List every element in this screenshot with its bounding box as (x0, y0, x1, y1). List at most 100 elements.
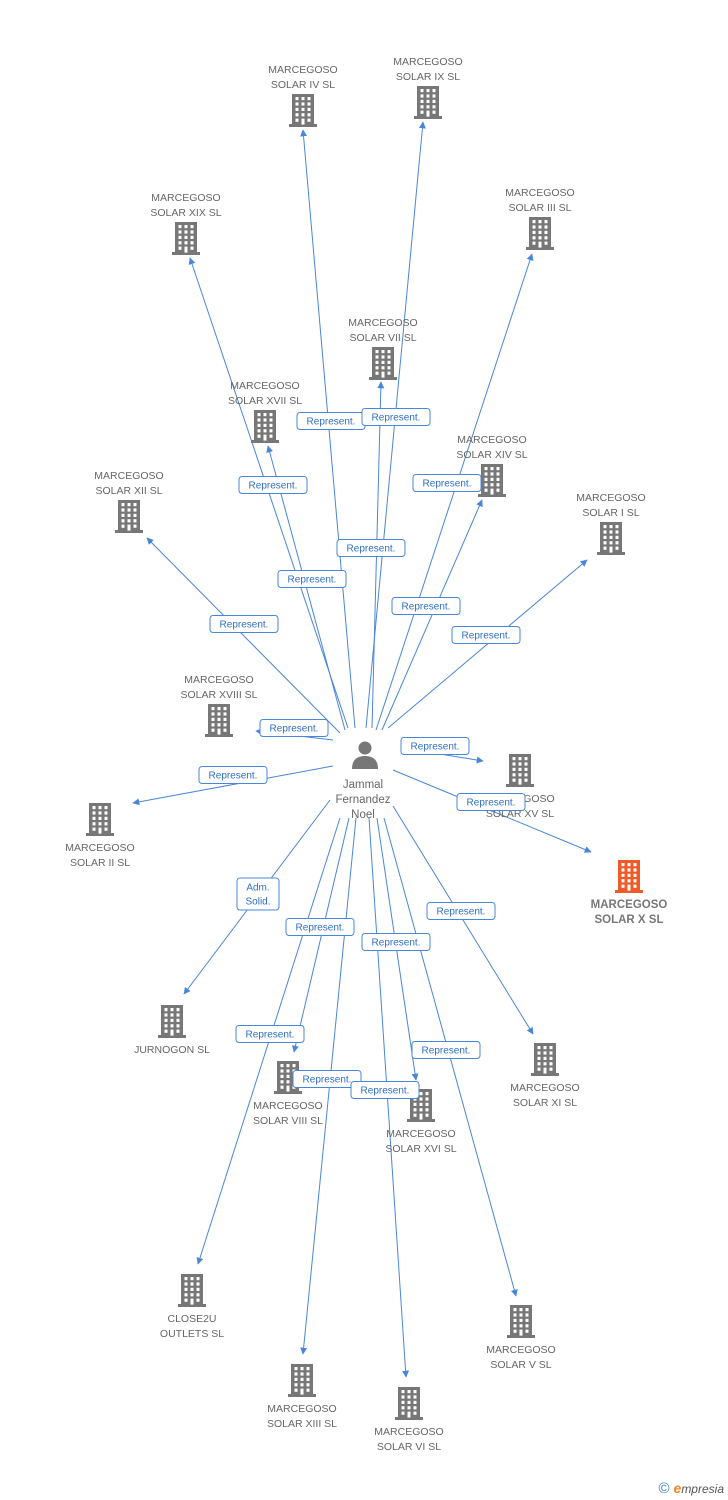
company-label-line: MARCEGOSO (253, 1100, 322, 1112)
edge-label-iisl[interactable]: Represent. (198, 766, 268, 784)
edge-label-ivsl[interactable]: Represent. (296, 412, 366, 430)
company-label-line: JURNOGON SL (134, 1044, 210, 1056)
edge-label-text: Represent. (411, 742, 460, 753)
company-label-line: SOLAR I SL (582, 507, 639, 519)
edge-label-box (411, 1041, 481, 1059)
building-icon (288, 1364, 316, 1397)
edge-label-box (277, 570, 347, 588)
company-label-line: SOLAR XIX SL (150, 207, 221, 219)
company-label-line: SOLAR III SL (508, 202, 571, 214)
edge-label-xiiisl[interactable]: Represent. (292, 1070, 362, 1088)
company-label-line: MARCEGOSO (348, 317, 417, 329)
edge-label-text: Represent. (246, 1030, 295, 1041)
edge-label-box (285, 918, 355, 936)
edge-label-text: Represent. (288, 575, 337, 586)
company-node-iiisl[interactable]: MARCEGOSO SOLAR III SL (505, 187, 575, 250)
company-label-line: MARCEGOSO (393, 56, 462, 68)
edge-label-text: Represent. (303, 1075, 352, 1086)
edge-label-box (361, 933, 431, 951)
company-node-jurnogon[interactable]: JURNOGON SL (134, 1005, 210, 1056)
company-node-xivsl[interactable]: MARCEGOSO SOLAR XIV SL (456, 434, 528, 497)
edge-label-box (451, 626, 521, 644)
building-icon (478, 464, 506, 497)
company-node-xisl[interactable]: MARCEGOSO SOLAR XI SL (510, 1043, 580, 1109)
edge-label-close2u[interactable]: Represent. (235, 1025, 305, 1043)
edge-label-xixsl[interactable]: Represent. (238, 476, 308, 494)
building-icon (289, 94, 317, 127)
edge-label-box (236, 877, 280, 911)
edge-label-xiisl[interactable]: Represent. (209, 615, 279, 633)
edge-label-viisl[interactable]: Represent. (336, 539, 406, 557)
company-node-xixsl[interactable]: MARCEGOSO SOLAR XIX SL (150, 192, 222, 255)
company-node-xsl[interactable]: MARCEGOSO SOLAR X SL (591, 860, 668, 926)
building-icon (369, 347, 397, 380)
edge-label-jurnogon[interactable]: Adm.Solid. (236, 877, 280, 911)
edge-label-text: Represent. (437, 907, 486, 918)
edge-label-text: Represent. (249, 481, 298, 492)
company-label-line: MARCEGOSO (505, 187, 574, 199)
company-label-line: MARCEGOSO (151, 192, 220, 204)
building-icon (507, 1305, 535, 1338)
edge-label-xvisl[interactable]: Represent. (361, 933, 431, 951)
building-icon (414, 86, 442, 119)
company-label-line: MARCEGOSO (591, 899, 668, 911)
brand-initial: e (673, 1480, 682, 1496)
company-label-line: OUTLETS SL (160, 1328, 224, 1340)
edge-label-text: Represent. (347, 544, 396, 555)
edge-label-xsl[interactable]: Represent. (456, 793, 526, 811)
company-label-line: SOLAR IX SL (396, 71, 460, 83)
company-label-line: SOLAR X SL (594, 914, 663, 926)
edge-label-ixsl[interactable]: Represent. (361, 408, 431, 426)
edge-label-xisl[interactable]: Represent. (426, 902, 496, 920)
edge-label-text: Represent. (422, 1046, 471, 1057)
edge-label-xviiisl[interactable]: Represent. (259, 719, 329, 737)
edge-label-vsl[interactable]: Represent. (411, 1041, 481, 1059)
edge-xiisl (146, 537, 341, 734)
edge-label-isl[interactable]: Represent. (451, 626, 521, 644)
edge-label-xivsl[interactable]: Represent. (412, 474, 482, 492)
edge-label-box (426, 902, 496, 920)
company-label-line: SOLAR XIV SL (456, 449, 527, 461)
company-label-line: MARCEGOSO (457, 434, 526, 446)
company-node-ixsl[interactable]: MARCEGOSO SOLAR IX SL (393, 56, 463, 119)
edge-label-visl[interactable]: Represent. (350, 1081, 420, 1099)
edge-label-text: Solid. (245, 897, 270, 908)
company-label-line: SOLAR XVI SL (385, 1143, 456, 1155)
edge-label-iiisl[interactable]: Represent. (391, 597, 461, 615)
building-icon (395, 1387, 423, 1420)
company-label-line: MARCEGOSO (230, 380, 299, 392)
edge-labels-layer: Represent.Represent.Represent.Represent.… (198, 408, 526, 1099)
edge-label-xvsl[interactable]: Represent. (400, 737, 470, 755)
company-label-line: MARCEGOSO (510, 1082, 579, 1094)
building-icon (615, 860, 643, 893)
edge-label-box (259, 719, 329, 737)
edge-label-text: Represent. (372, 413, 421, 424)
edge-label-viiisl[interactable]: Represent. (285, 918, 355, 936)
company-label-line: SOLAR II SL (70, 857, 130, 869)
edge-label-box (456, 793, 526, 811)
edge-label-box (198, 766, 268, 784)
building-icon (526, 217, 554, 250)
edge-label-text: Represent. (402, 602, 451, 613)
building-icon (115, 500, 143, 533)
edge-label-box (336, 539, 406, 557)
company-label-line: SOLAR XI SL (513, 1097, 577, 1109)
edge-label-xviisl[interactable]: Represent. (277, 570, 347, 588)
edge-label-text: Represent. (423, 479, 472, 490)
